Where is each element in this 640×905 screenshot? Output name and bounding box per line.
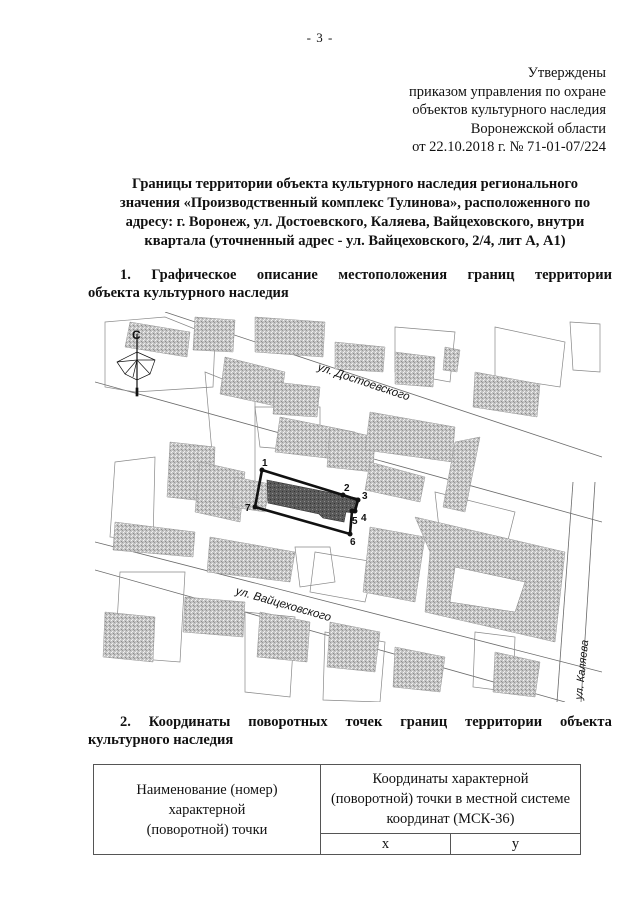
heading-word: поворотных	[248, 714, 328, 730]
boundary-points	[252, 467, 361, 537]
section-number: 2.	[120, 714, 131, 730]
north-label: С	[132, 328, 141, 342]
point-label: 7	[245, 503, 251, 514]
title-line: адресу: г. Воронеж, ул. Достоевского, Ка…	[125, 214, 585, 230]
title-line: значения «Производственный комплекс Тули…	[119, 195, 591, 211]
coordinates-table: Наименование (номер) характерной (поворо…	[93, 764, 582, 855]
section-1-heading: 1. Графическое описание местоположения г…	[88, 266, 612, 302]
situational-map: 1 2 3 4 5 6 7 ул. Достоевского ул. Вайце…	[95, 312, 602, 702]
page-number: - 3 -	[306, 30, 334, 45]
heading-line-2: объекта культурного наследия	[88, 285, 289, 301]
heading-word: границ	[467, 267, 515, 283]
point-label: 6	[350, 537, 356, 548]
heading-word: местоположения	[338, 267, 448, 283]
header-y: у	[449, 833, 582, 855]
section-number: 1.	[120, 267, 131, 283]
approval-line: объектов культурного наследия	[412, 102, 606, 118]
point-label: 2	[344, 483, 350, 494]
north-arrow-icon	[116, 334, 156, 397]
header-point-name: Наименование (номер) характерной (поворо…	[93, 764, 321, 855]
point-label: 3	[362, 491, 368, 502]
heading-line-2: культурного наследия	[88, 732, 234, 748]
heading-word: территории	[465, 714, 543, 730]
heading-word: Координаты	[148, 714, 231, 730]
heading-word: территории	[534, 267, 612, 283]
heading-word: описание	[256, 267, 318, 283]
section-2-heading: 2. Координаты поворотных точек границ те…	[88, 713, 612, 749]
heading-word: Графическое	[151, 267, 237, 283]
approval-line: Утверждены	[527, 65, 606, 81]
boundary-point-labels: 1 2 3 4 5 6 7	[245, 458, 368, 548]
heading-word: объекта	[560, 714, 612, 730]
document-title: Границы территории объекта культурного н…	[90, 175, 620, 251]
title-line: квартала (уточненный адрес - ул. Вайцехо…	[144, 233, 566, 249]
approval-line: от 22.10.2018 г. № 71-01-07/224	[412, 139, 606, 155]
header-coordinates: Координаты характерной (поворотной) точк…	[320, 764, 581, 834]
approval-stamp: Утверждены приказом управления по охране…	[409, 64, 606, 157]
buildings	[102, 316, 566, 698]
approval-line: приказом управления по охране	[409, 83, 606, 100]
heading-word: точек	[345, 714, 383, 730]
point-label: 1	[262, 458, 268, 469]
heading-word: границ	[400, 714, 448, 730]
point-label: 5	[352, 516, 358, 527]
header-x: х	[320, 833, 451, 855]
title-line: Границы территории объекта культурного н…	[132, 176, 578, 192]
point-label: 4	[361, 513, 367, 524]
approval-line: Воронежской области	[470, 120, 606, 137]
